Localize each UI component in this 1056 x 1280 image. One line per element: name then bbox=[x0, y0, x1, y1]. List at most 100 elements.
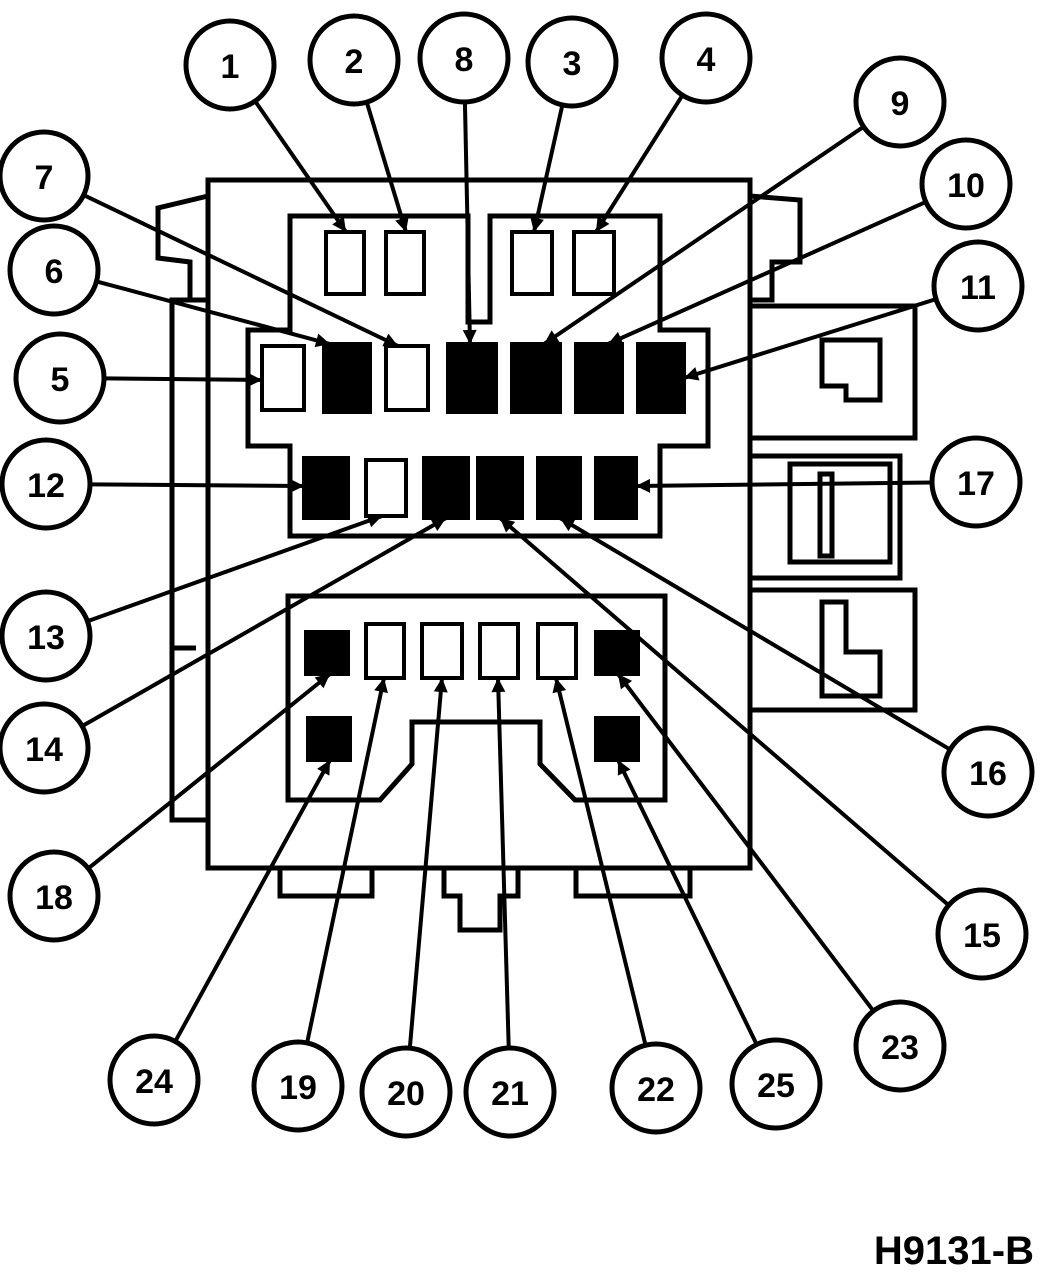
leader-line-23 bbox=[616, 672, 876, 1013]
callout-circle bbox=[659, 11, 753, 105]
callout-label: 9 bbox=[891, 85, 910, 123]
pin-24 bbox=[306, 716, 352, 762]
callout-circle bbox=[307, 13, 401, 107]
callout-label: 11 bbox=[960, 269, 996, 307]
callout-label: 18 bbox=[35, 879, 73, 917]
callout-14: 14 bbox=[0, 701, 91, 795]
leader-line-2 bbox=[364, 101, 408, 233]
callout-9: 9 bbox=[853, 55, 947, 149]
callout-8: 8 bbox=[417, 11, 511, 105]
leader-line-15 bbox=[498, 516, 950, 907]
callout-label: 3 bbox=[563, 45, 582, 83]
callout-label: 15 bbox=[963, 917, 1001, 955]
callout-circle bbox=[935, 887, 1029, 981]
pin-18 bbox=[304, 630, 350, 676]
pin-3 bbox=[510, 230, 554, 296]
pin-23 bbox=[594, 630, 640, 676]
pin-6 bbox=[322, 342, 372, 414]
leader-arrow-22 bbox=[552, 678, 567, 694]
callout-2: 2 bbox=[307, 13, 401, 107]
callout-label: 14 bbox=[25, 731, 63, 769]
callout-label: 24 bbox=[135, 1063, 173, 1101]
pin-8 bbox=[446, 342, 498, 414]
leader-arrow-17 bbox=[636, 478, 651, 493]
pin-15 bbox=[476, 456, 524, 520]
callout-label: 21 bbox=[491, 1075, 529, 1113]
callout-circle bbox=[7, 223, 101, 317]
leader-line-21 bbox=[496, 677, 511, 1049]
callout-5: 5 bbox=[13, 331, 107, 425]
leader-line-19 bbox=[305, 677, 386, 1044]
leader-arrow-2 bbox=[395, 216, 409, 232]
leader-line-22 bbox=[554, 677, 648, 1046]
pin-17 bbox=[594, 456, 638, 520]
callout-circle bbox=[0, 437, 93, 531]
callout-label: 23 bbox=[881, 1029, 919, 1067]
pin-20 bbox=[420, 622, 464, 680]
callout-label: 17 bbox=[957, 465, 995, 503]
leader-arrow-1 bbox=[332, 216, 346, 232]
callout-label: 16 bbox=[969, 755, 1007, 793]
leader-line-4 bbox=[594, 94, 685, 234]
pin-25 bbox=[594, 716, 640, 762]
leader-arrow-14 bbox=[430, 518, 446, 532]
pin-5 bbox=[260, 344, 306, 412]
callout-label: 20 bbox=[387, 1075, 425, 1113]
leader-line-20 bbox=[407, 677, 444, 1049]
callout-circle bbox=[183, 18, 277, 112]
leader-line-14 bbox=[81, 516, 447, 728]
callout-circle bbox=[919, 137, 1013, 231]
leader-line-6 bbox=[95, 279, 331, 346]
callout-circle bbox=[7, 849, 101, 943]
leader-arrow-12 bbox=[289, 478, 304, 493]
leader-line-10 bbox=[607, 200, 927, 346]
leader-arrow-6 bbox=[314, 333, 330, 348]
leader-arrow-16 bbox=[560, 518, 576, 532]
leader-arrow-4 bbox=[596, 216, 610, 232]
callout-circle bbox=[463, 1045, 557, 1139]
callout-19: 19 bbox=[251, 1039, 345, 1133]
leader-line-1 bbox=[253, 99, 348, 234]
leader-lines bbox=[81, 94, 952, 1049]
leader-arrow-8 bbox=[462, 329, 477, 344]
callout-circle bbox=[359, 1045, 453, 1139]
leader-arrow-24 bbox=[317, 760, 330, 776]
callout-7: 7 bbox=[0, 129, 91, 223]
leader-line-16 bbox=[558, 516, 952, 752]
pin-1 bbox=[324, 230, 366, 296]
connector-housing bbox=[155, 177, 918, 933]
callout-label: 10 bbox=[947, 167, 985, 205]
leader-arrow-21 bbox=[491, 678, 506, 693]
callout-circle bbox=[417, 11, 511, 105]
pin-9 bbox=[510, 342, 562, 414]
leader-line-24 bbox=[173, 759, 332, 1043]
callout-circle bbox=[729, 1037, 823, 1131]
callout-20: 20 bbox=[359, 1045, 453, 1139]
callout-circle bbox=[931, 239, 1025, 333]
callout-label: 13 bbox=[27, 619, 65, 657]
leader-arrow-7 bbox=[382, 333, 398, 347]
callout-23: 23 bbox=[853, 999, 947, 1093]
callout-12: 12 bbox=[0, 437, 93, 531]
figure-id: H9131-B bbox=[873, 1229, 1034, 1273]
leader-arrow-23 bbox=[618, 674, 633, 690]
callout-6: 6 bbox=[7, 223, 101, 317]
leader-arrow-3 bbox=[530, 216, 544, 232]
callout-16: 16 bbox=[941, 725, 1035, 819]
callout-13: 13 bbox=[0, 589, 93, 683]
callout-label: 25 bbox=[757, 1067, 795, 1105]
leader-arrow-10 bbox=[608, 331, 624, 345]
pin-19 bbox=[364, 622, 406, 680]
callout-25: 25 bbox=[729, 1037, 823, 1131]
pin-14 bbox=[422, 456, 470, 520]
callout-10: 10 bbox=[919, 137, 1013, 231]
callout-label: 8 bbox=[455, 41, 474, 79]
leader-arrow-13 bbox=[366, 514, 382, 528]
leader-arrow-11 bbox=[684, 367, 700, 381]
callout-label: 6 bbox=[45, 253, 64, 291]
leader-line-17 bbox=[635, 480, 933, 488]
callout-11: 11 bbox=[931, 239, 1025, 333]
callout-circle bbox=[525, 15, 619, 109]
